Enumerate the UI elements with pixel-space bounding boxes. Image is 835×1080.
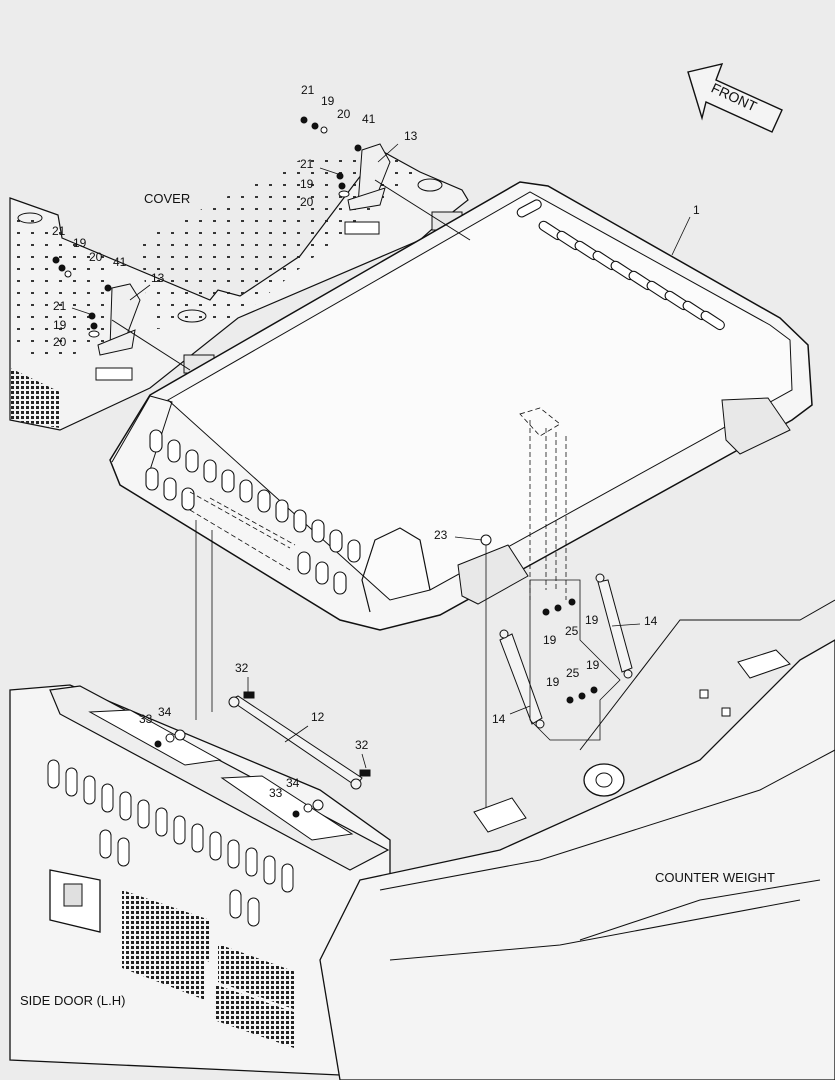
callout-1: 1 [693, 203, 700, 217]
callout-32: 32 [235, 661, 249, 675]
callout-20: 20 [53, 335, 67, 349]
leader-lines [71, 143, 691, 769]
callout-19: 19 [300, 177, 314, 191]
callout-41: 41 [362, 112, 376, 126]
callout-20: 20 [89, 250, 103, 264]
callout-19: 19 [321, 94, 335, 108]
callout-19: 19 [53, 318, 67, 332]
hood-vent-slots-left [145, 429, 361, 595]
callout-19: 19 [585, 613, 599, 627]
support-rod [228, 691, 371, 790]
callout-19: 19 [546, 675, 560, 689]
callout-34: 34 [286, 776, 300, 790]
callout-41: 41 [113, 255, 127, 269]
callout-32: 32 [355, 738, 369, 752]
counter-weight [319, 599, 835, 1080]
callout-13: 13 [151, 271, 165, 285]
callout-20: 20 [300, 195, 314, 209]
callout-20: 20 [337, 107, 351, 121]
front-arrow [687, 63, 783, 133]
phantom-lines [189, 407, 567, 812]
callout-21: 21 [301, 83, 315, 97]
callout-34: 34 [158, 705, 172, 719]
callout-14: 14 [644, 614, 658, 628]
hood-vent-slots-right [516, 199, 725, 331]
callout-21: 21 [300, 157, 314, 171]
callout-23: 23 [434, 528, 448, 542]
side-door-label: SIDE DOOR (L.H) [20, 993, 126, 1008]
callout-33: 33 [139, 712, 153, 726]
cover-label: COVER [144, 191, 191, 206]
callout-14: 14 [492, 712, 506, 726]
side-door [9, 684, 391, 1076]
callout-19: 19 [543, 633, 557, 647]
callout-21: 21 [53, 299, 67, 313]
gas-strut-assemblies [499, 573, 633, 741]
callout-21: 21 [52, 224, 66, 238]
callout-19: 19 [586, 658, 600, 672]
latch-assemblies [52, 116, 471, 371]
door-vent-slots [47, 759, 294, 927]
callout-19: 19 [73, 236, 87, 250]
engine-hood [109, 181, 813, 631]
callout-25: 25 [566, 666, 580, 680]
cover-panel [9, 149, 469, 431]
callout-13: 13 [404, 129, 418, 143]
callout-33: 33 [269, 786, 283, 800]
counter-weight-label: COUNTER WEIGHT [655, 870, 775, 885]
callout-25: 25 [565, 624, 579, 638]
callout-12: 12 [311, 710, 325, 724]
